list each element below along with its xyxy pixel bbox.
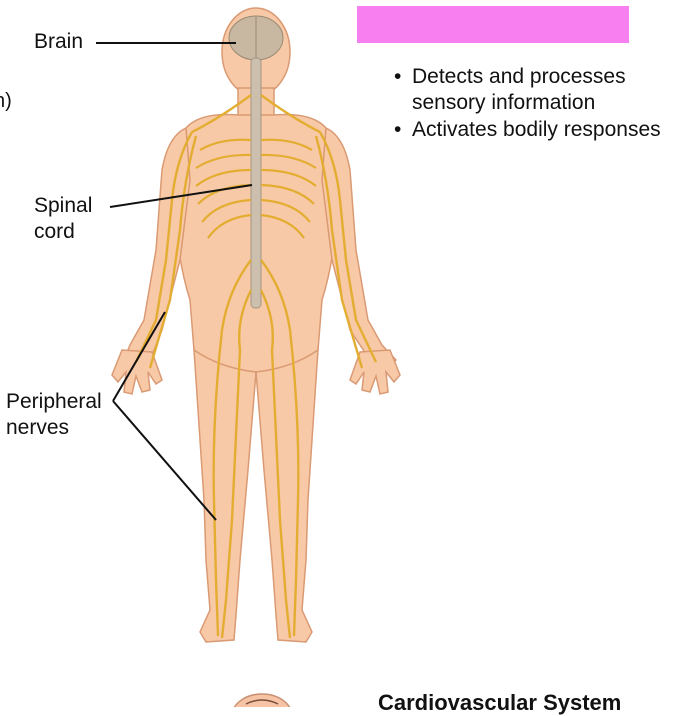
function-list: •Detects and processes sensory informati… <box>392 64 662 144</box>
bullet-icon: • <box>394 65 402 88</box>
label-spinal-cord: Spinal cord <box>34 194 93 243</box>
brain <box>228 15 284 61</box>
leader-lines <box>96 42 253 521</box>
list-item: •Activates bodily responses <box>394 118 661 141</box>
section-title-bar <box>357 6 629 43</box>
intercostal-nerves <box>195 138 317 239</box>
label-brain: Brain <box>34 30 84 53</box>
bullet-icon: • <box>394 118 402 141</box>
next-section-title: Cardiovascular System <box>378 690 622 715</box>
spinal-cord <box>250 57 262 309</box>
cropped-edge-text: n) , <box>0 90 12 112</box>
next-section-figure <box>233 693 291 707</box>
body-silhouette <box>111 7 401 643</box>
peripheral-nerve-paths <box>134 94 378 639</box>
label-peripheral-nerves: Peripheral nerves <box>6 390 102 439</box>
list-item: •Detects and processes sensory informati… <box>394 65 626 114</box>
